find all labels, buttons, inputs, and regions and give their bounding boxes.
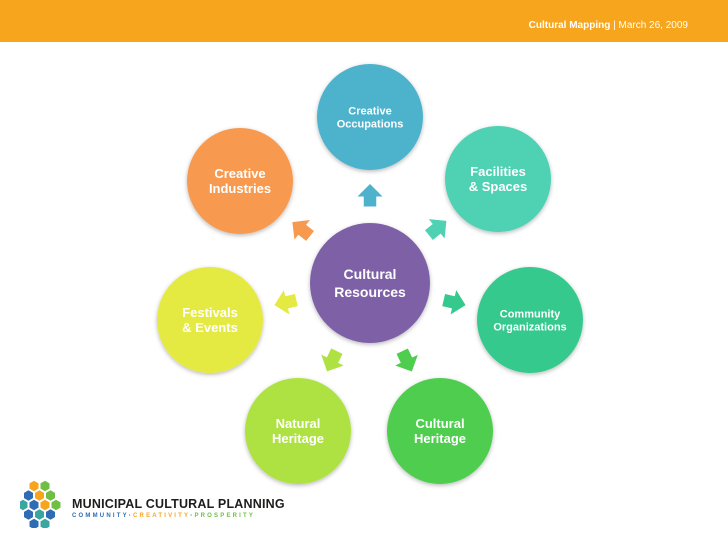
center-circle (310, 223, 430, 343)
logo-hexagon (35, 509, 44, 520)
arrow-to-cultural-heritage (395, 348, 418, 372)
tagline-dot: · (128, 513, 133, 519)
node-label-line1: Cultural (415, 416, 464, 431)
node-label-line2: & Events (182, 320, 238, 335)
header-separator: | (610, 20, 619, 31)
logo-hexagon (40, 499, 50, 511)
node-circle (445, 126, 551, 232)
logo-hexagon (40, 480, 50, 492)
node-label-line2: & Spaces (469, 179, 528, 194)
center-label-line1: Cultural (344, 266, 397, 282)
node-circle (317, 64, 423, 170)
logo-hexagon (29, 499, 39, 511)
arrow-to-creative-occupations (357, 184, 383, 207)
logo-hexagon (40, 518, 50, 530)
node-label-line1: Festivals (182, 305, 238, 320)
logo-title: MUNICIPAL CULTURAL PLANNING (72, 497, 285, 511)
hexagon-cluster-icon (18, 480, 61, 530)
node-label-line2: Industries (209, 181, 271, 196)
tagline-creativity: CREATIVITY (133, 513, 191, 519)
arrows-group (274, 184, 466, 372)
logo-hexagon (18, 499, 28, 511)
arrow-to-community-organizations (442, 290, 466, 315)
node-label-line1: Creative (348, 105, 391, 117)
node-label-line1: Community (500, 308, 561, 320)
logo-hexagon (24, 509, 33, 520)
center-node: Cultural Resources (310, 223, 430, 343)
node-circle (477, 267, 583, 373)
tagline-prosperity: PROSPERITY (194, 513, 256, 519)
arrow-to-festivals-events (274, 290, 298, 315)
node-facilities-spaces: Facilities& Spaces (445, 126, 551, 232)
arrow-to-facilities-spaces (424, 219, 447, 240)
header-title: Cultural Mapping (528, 20, 611, 31)
node-label-line1: Facilities (470, 164, 526, 179)
municipal-cultural-planning-logo: MUNICIPAL CULTURAL PLANNING COMMUNITY·CR… (18, 478, 285, 530)
node-festivals-events: Festivals& Events (157, 267, 263, 373)
center-label-line2: Resources (334, 284, 406, 300)
node-label-line1: Natural (276, 416, 321, 431)
logo-hexagon (35, 490, 44, 501)
node-circle (187, 128, 293, 234)
node-label-line2: Heritage (414, 431, 466, 446)
logo-tagline: COMMUNITY·CREATIVITY·PROSPERITY (72, 513, 255, 519)
tagline-dot: · (190, 513, 195, 519)
logo-hexagon (46, 509, 55, 520)
node-label-line1: Creative (214, 166, 265, 181)
header-date: March 26, 2009 (618, 20, 689, 31)
node-label-line2: Organizations (493, 321, 566, 333)
tagline-community: COMMUNITY (72, 513, 129, 519)
logo-hexagon (29, 518, 39, 530)
node-circle (387, 378, 493, 484)
logo-hexagon (46, 490, 55, 501)
node-label-line2: Occupations (337, 118, 404, 130)
node-circle (245, 378, 351, 484)
node-circle (157, 267, 263, 373)
arrow-to-natural-heritage (321, 348, 344, 372)
header-bar (0, 0, 728, 42)
arrow-to-creative-industries (292, 219, 314, 241)
logo-hexagon (24, 490, 33, 501)
logo-hexagon (51, 499, 61, 511)
header-text: Cultural Mapping | March 26, 2009 (529, 20, 688, 31)
node-label-line2: Heritage (272, 431, 324, 446)
logo-hexagon (29, 480, 39, 492)
